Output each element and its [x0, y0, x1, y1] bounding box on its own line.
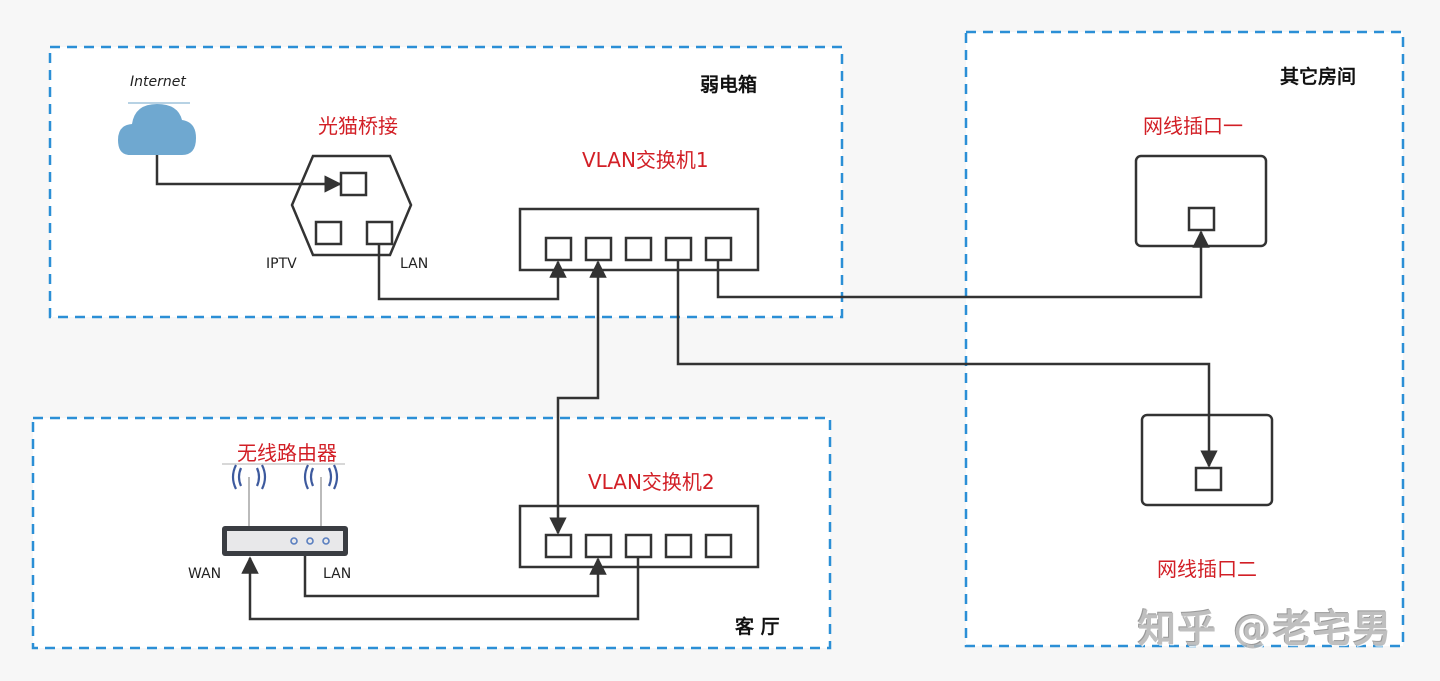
modem-device: [290, 154, 413, 257]
watermark: 知乎 @老宅男: [1138, 607, 1394, 651]
router-label: 无线路由器: [237, 441, 337, 465]
link-switch1-switch2: [549, 260, 607, 535]
zone-other-rooms: [964, 30, 1405, 648]
modem-lan-label: LAN: [400, 256, 429, 272]
switch1-device: [518, 207, 760, 272]
outlet1-label: 网线插口一: [1143, 114, 1243, 138]
connections: [155, 155, 1218, 621]
router-device: [222, 463, 348, 556]
modem-uplink-port: [339, 171, 368, 197]
switch1-port-4: [664, 236, 693, 262]
modem-iptv-label: IPTV: [266, 256, 297, 272]
cloud-icon: [118, 102, 196, 155]
zone-weak-box: [48, 45, 844, 319]
link-switch1-outlet2: [676, 260, 1218, 468]
outlet2-label: 网线插口二: [1157, 557, 1257, 581]
wifi-icon: [231, 464, 339, 490]
switch2-port-3: [624, 533, 653, 559]
zone-label-living-room: 客 厅: [735, 616, 780, 638]
switch2-port-1: [544, 533, 573, 559]
switch1-port-3: [624, 236, 653, 262]
switch2-port-5: [704, 533, 733, 559]
switch1-port-5: [704, 236, 733, 262]
link-internet-modem: [155, 155, 342, 193]
modem-label: 光猫桥接: [318, 114, 398, 138]
switch2-port-2: [584, 533, 613, 559]
router-lan-label: LAN: [323, 566, 352, 582]
router-wan-label: WAN: [188, 566, 222, 582]
zone-label-other-rooms: 其它房间: [1280, 66, 1357, 88]
switch1-port-2: [584, 236, 613, 262]
switch1-label: VLAN交换机1: [582, 148, 709, 172]
internet-label: Internet: [130, 74, 186, 90]
switch1-port-1: [544, 236, 573, 262]
link-switch1-outlet1: [716, 230, 1210, 299]
link-switch2-router-wan: [241, 556, 640, 621]
modem-iptv-port: [314, 220, 343, 246]
link-router-lan-switch2: [303, 556, 607, 598]
switch2-label: VLAN交换机2: [588, 470, 715, 494]
zone-label-weak-box: 弱电箱: [700, 74, 758, 96]
switch2-port-4: [664, 533, 693, 559]
modem-lan-port: [365, 220, 394, 246]
outlet2-device: [1140, 413, 1274, 507]
